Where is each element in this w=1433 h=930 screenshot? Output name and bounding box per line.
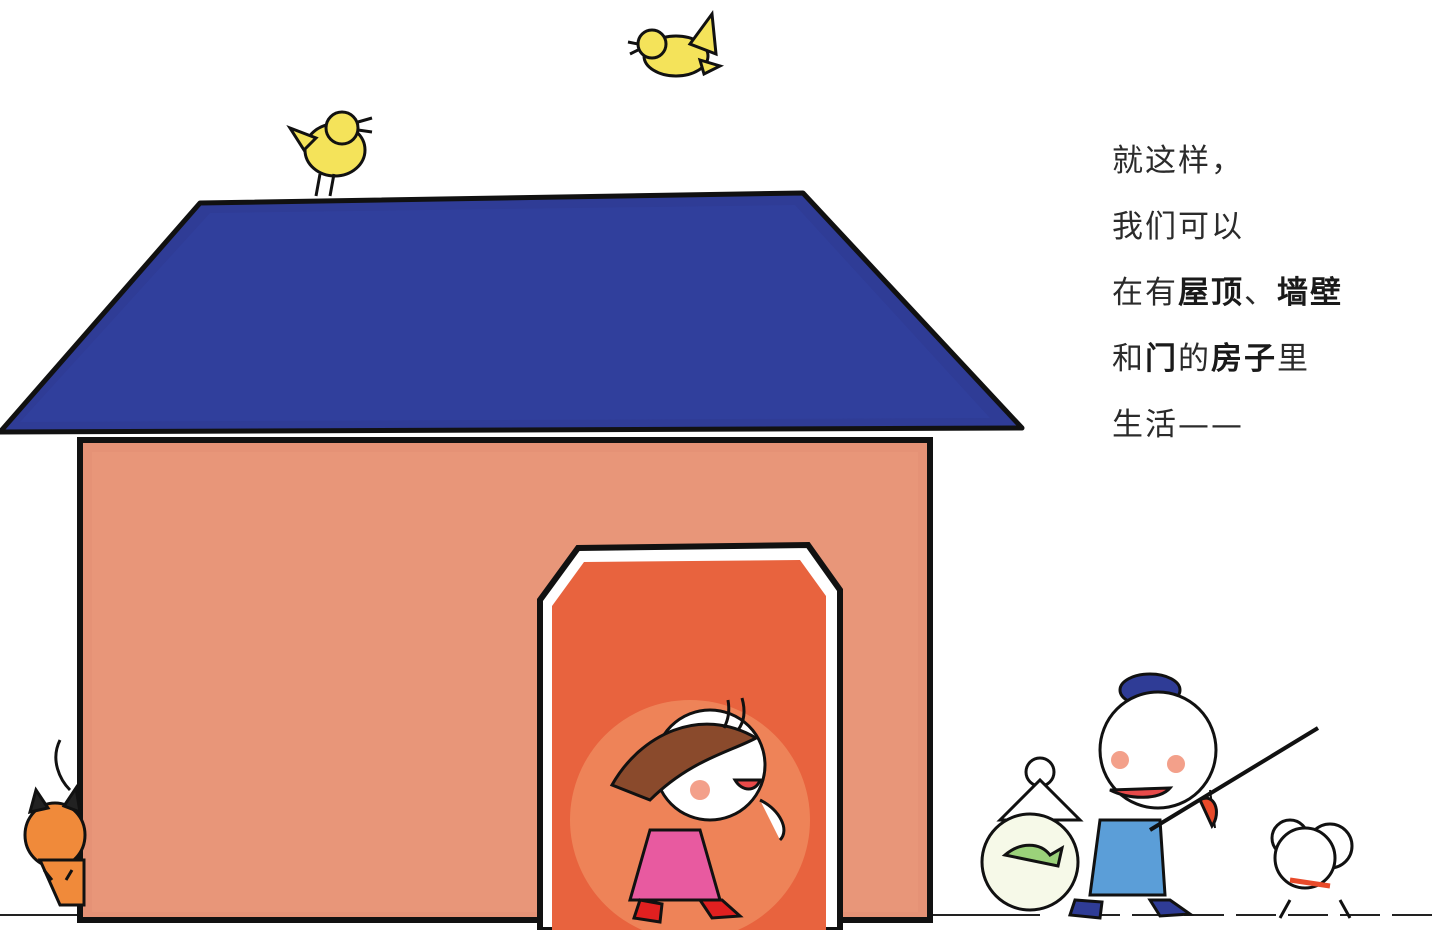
story-word-house: 房子 (1211, 341, 1277, 377)
story-word-de: 的 (1178, 341, 1211, 377)
story-word-door: 门 (1145, 341, 1178, 377)
fishbowl (980, 756, 1084, 912)
story-line-3: 在有屋顶、墙壁 (1112, 260, 1412, 326)
dog (1270, 818, 1354, 919)
story-line-2: 我们可以 (1112, 209, 1244, 245)
story-word-li: 里 (1277, 341, 1310, 377)
story-word-zaiyou: 在有 (1112, 275, 1178, 311)
cat (23, 739, 87, 907)
story-word-wall: 墙壁 (1277, 275, 1343, 311)
story-punct: 、 (1244, 275, 1277, 311)
story-line-4: 和门的房子里 (1112, 326, 1412, 392)
girl (609, 697, 786, 924)
story-line-1: 就这样， (1112, 143, 1244, 179)
story-line-5: 生活—— (1112, 407, 1244, 443)
man (1067, 672, 1320, 920)
bird-flying (627, 9, 725, 78)
story-text: 就这样， 我们可以 在有屋顶、墙壁 和门的房子里 生活—— (1112, 128, 1412, 458)
story-word-roof: 屋顶 (1178, 275, 1244, 311)
bird-on-roof (286, 110, 373, 197)
story-word-he: 和 (1112, 341, 1145, 377)
house-roof (0, 190, 1025, 435)
